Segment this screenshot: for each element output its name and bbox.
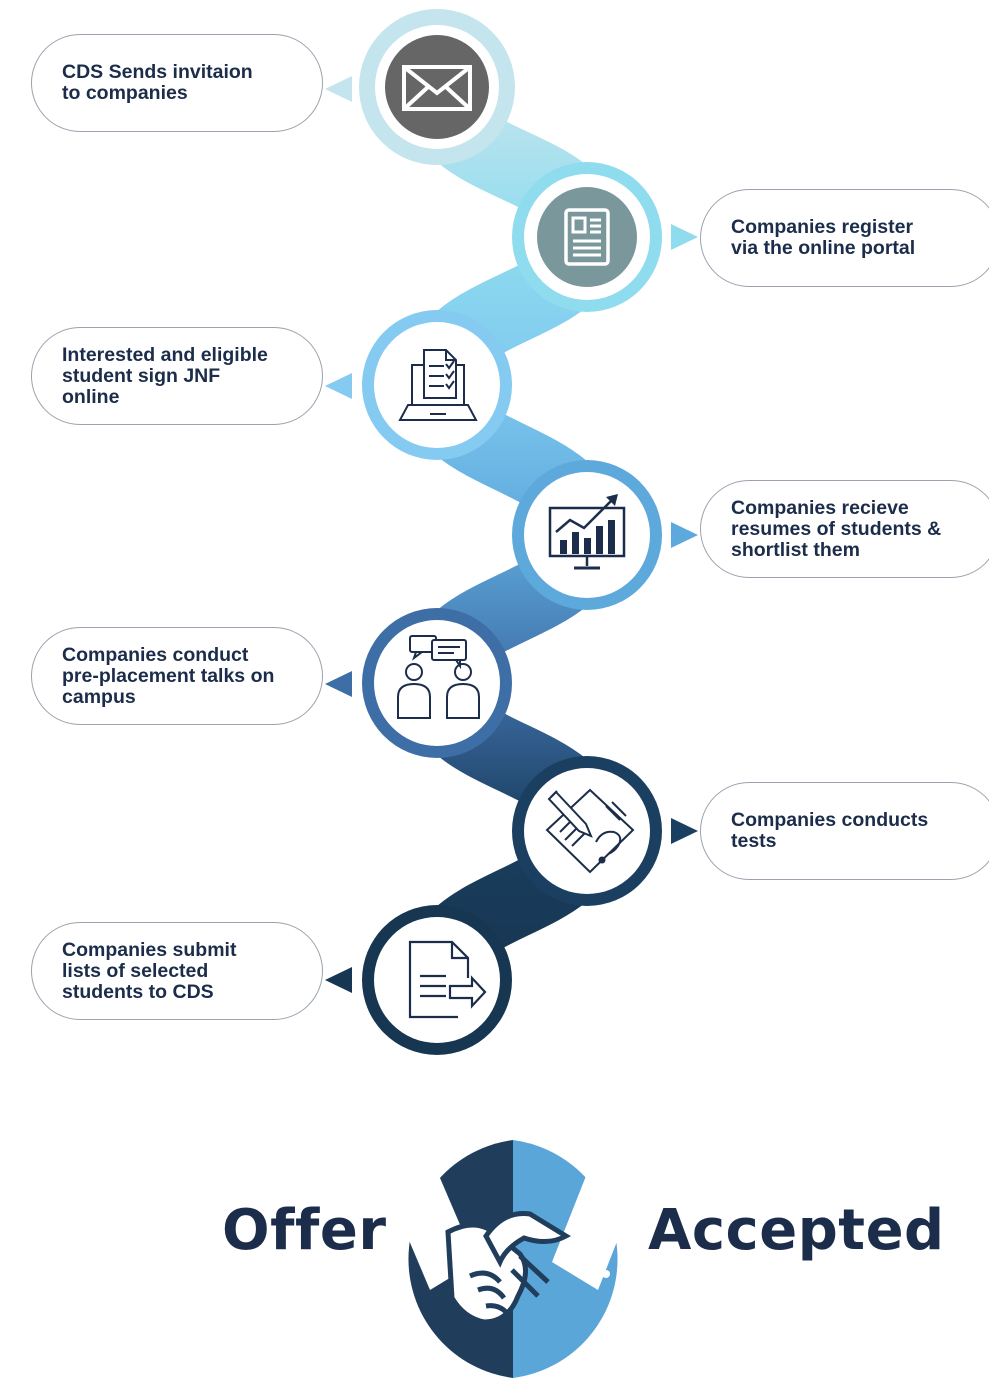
analytics-monitor-icon xyxy=(548,494,626,570)
document-form-icon xyxy=(537,187,637,287)
accepted-label: Accepted xyxy=(648,1198,945,1263)
people-chat-icon xyxy=(397,635,480,719)
step-3-bubble: Interested and eligible student sign JNF… xyxy=(31,327,323,425)
step-6-text: Companies conducts tests xyxy=(731,809,929,852)
step-5-bubble: Companies conduct pre-placement talks on… xyxy=(31,627,323,725)
step-7-text: Companies submit lists of selected stude… xyxy=(62,938,237,1003)
step-1-text: CDS Sends invitaion to companies xyxy=(62,61,253,104)
step-2-bubble: Companies register via the online portal xyxy=(700,189,989,287)
offer-label: Offer xyxy=(222,1198,387,1263)
step-1-bubble: CDS Sends invitaion to companies xyxy=(31,34,323,132)
test-paper-pencil-icon xyxy=(545,788,635,874)
step-3-text: Interested and eligible student sign JNF… xyxy=(62,343,268,408)
step-7-bubble: Companies submit lists of selected stude… xyxy=(31,922,323,1020)
step-2-text: Companies register via the online portal xyxy=(731,216,916,259)
handshake-icon xyxy=(392,1140,634,1378)
step-4-text: Companies recieve resumes of students & … xyxy=(731,496,942,561)
laptop-checklist-icon xyxy=(398,349,478,421)
envelope-icon xyxy=(385,35,489,139)
document-submit-icon xyxy=(408,940,487,1019)
step-6-bubble: Companies conducts tests xyxy=(700,782,989,880)
step-4-bubble: Companies recieve resumes of students & … xyxy=(700,480,989,578)
step-5-text: Companies conduct pre-placement talks on… xyxy=(62,643,275,708)
